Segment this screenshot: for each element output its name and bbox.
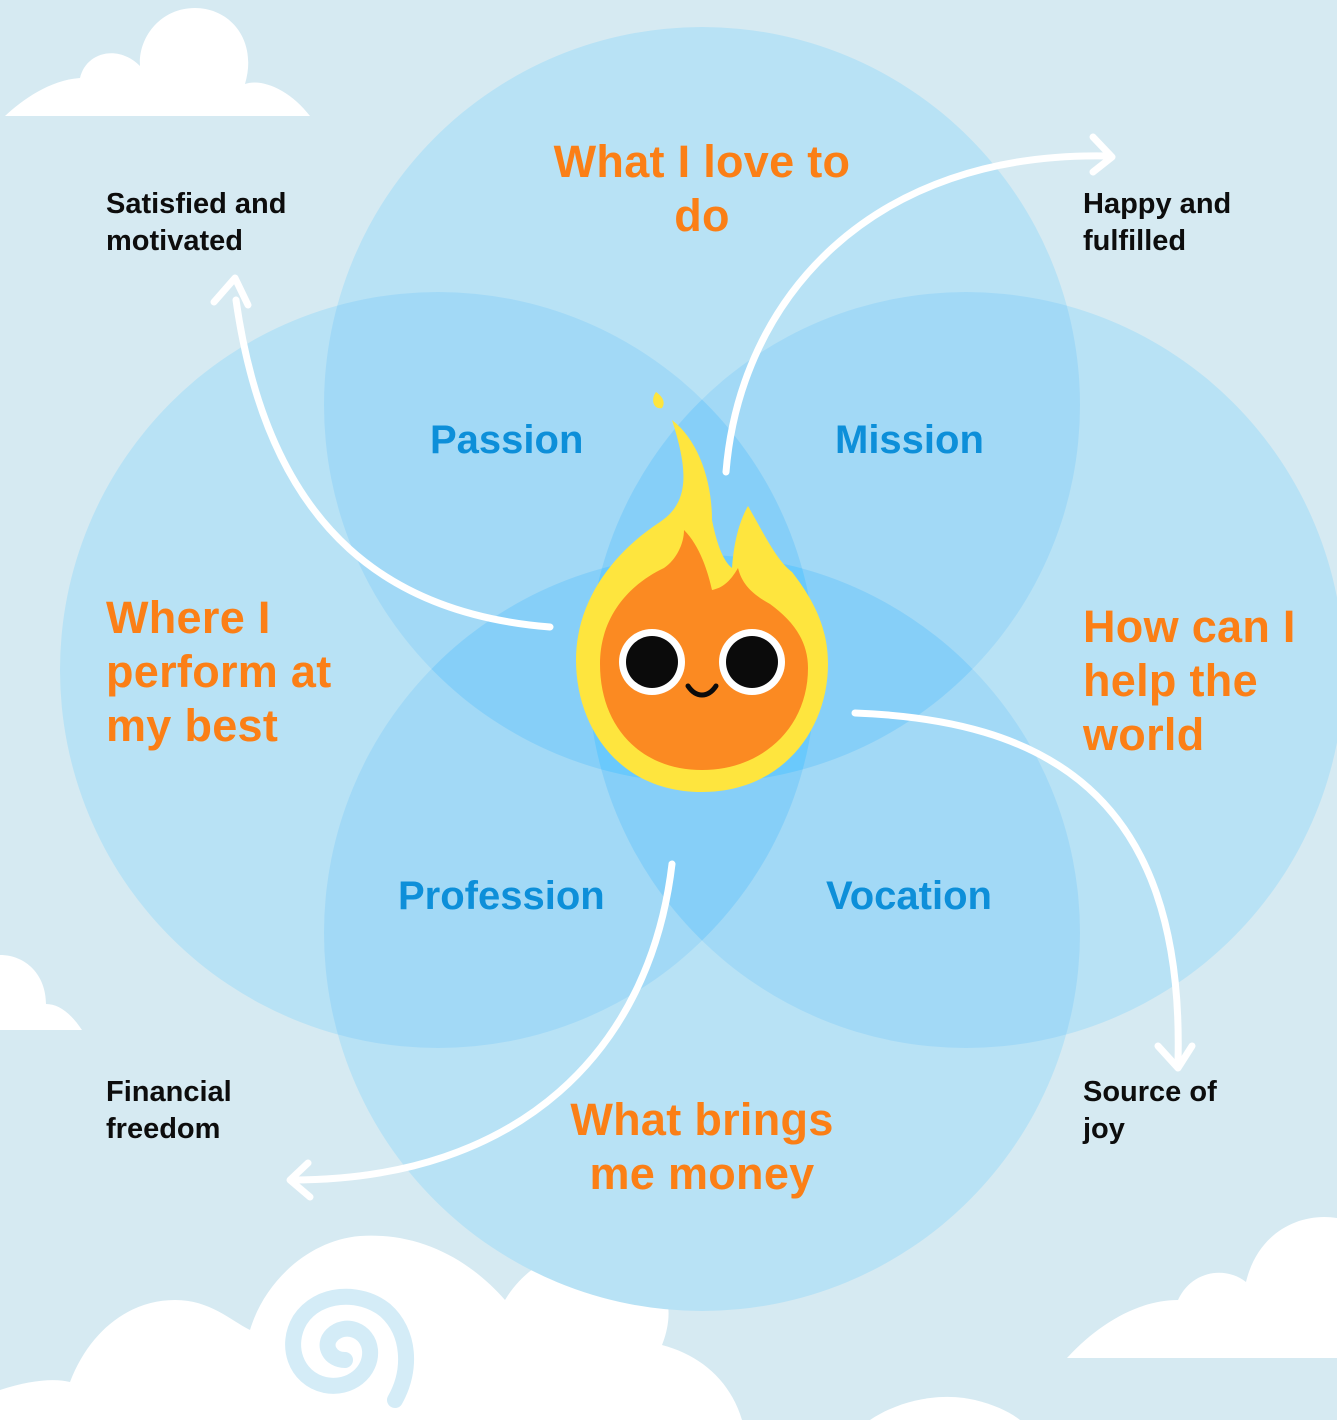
outcome-financial: Financial freedom bbox=[106, 1076, 232, 1145]
cloud-mid-left bbox=[0, 955, 82, 1030]
cloud-bottom-right bbox=[1067, 1216, 1337, 1358]
outcome-satisfied: Satisfied and motivated bbox=[106, 188, 287, 257]
overlap-label-profession: Profession bbox=[398, 874, 605, 918]
overlap-label-passion: Passion bbox=[430, 418, 584, 462]
overlap-label-vocation: Vocation bbox=[826, 874, 992, 918]
circle-label-bottom: What brings me money bbox=[570, 1094, 834, 1199]
arrow-to-freedom bbox=[286, 860, 676, 1201]
overlap-label-mission: Mission bbox=[835, 418, 984, 462]
arrow-to-satisfied bbox=[210, 274, 554, 631]
arrow-to-happy bbox=[722, 133, 1116, 476]
arrow-to-joy bbox=[851, 709, 1196, 1072]
circle-label-left: Where I perform at my best bbox=[106, 592, 332, 751]
outcome-joy: Source of joy bbox=[1083, 1076, 1217, 1145]
circle-label-top: What I love to do bbox=[553, 136, 851, 241]
spiral-icon bbox=[285, 1288, 415, 1408]
outcome-happy: Happy and fulfilled bbox=[1083, 188, 1232, 257]
circle-label-right: How can I help the world bbox=[1083, 601, 1296, 760]
cloud-top-left bbox=[5, 8, 310, 116]
flame-mascot-icon bbox=[576, 392, 828, 792]
